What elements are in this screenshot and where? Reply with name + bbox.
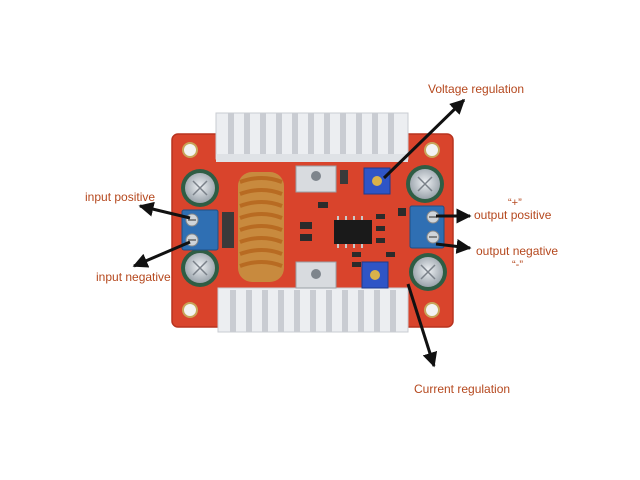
label-current-regulation: Current regulation (414, 382, 511, 396)
output-capacitor-bottom (409, 253, 447, 291)
smd-components (222, 170, 406, 267)
label-output-negative-symbol: “-” (512, 259, 523, 271)
arrow-input-positive (138, 201, 191, 220)
arrow-input-negative (132, 240, 191, 268)
arrow-voltage-regulation (382, 98, 466, 180)
label-output-positive: output positive (474, 208, 552, 222)
label-voltage-regulation: Voltage regulation (428, 82, 525, 96)
label-input-positive: input positive (85, 190, 156, 204)
annotation-arrows (132, 98, 472, 368)
arrow-output-negative (435, 238, 472, 254)
output-capacitor-top (406, 165, 444, 203)
label-output-positive-symbol: “+” (508, 197, 522, 209)
current-trimmer (361, 261, 389, 289)
inductor-coil (238, 172, 284, 282)
input-capacitor-bottom (181, 249, 219, 287)
voltage-trimmer (363, 167, 391, 195)
mounting-holes (182, 142, 440, 318)
top-heatsink (215, 112, 409, 162)
arrow-current-regulation (406, 283, 438, 368)
mosfet-bottom (295, 261, 337, 289)
output-terminal-block (409, 205, 445, 249)
mosfet-top (295, 165, 337, 193)
input-terminal-block (181, 209, 219, 251)
label-input-negative: input negative (96, 270, 171, 284)
bottom-heatsink (217, 287, 409, 333)
label-output-negative: output negative (476, 244, 559, 258)
control-ic (334, 216, 372, 248)
input-capacitor-top (181, 169, 219, 207)
